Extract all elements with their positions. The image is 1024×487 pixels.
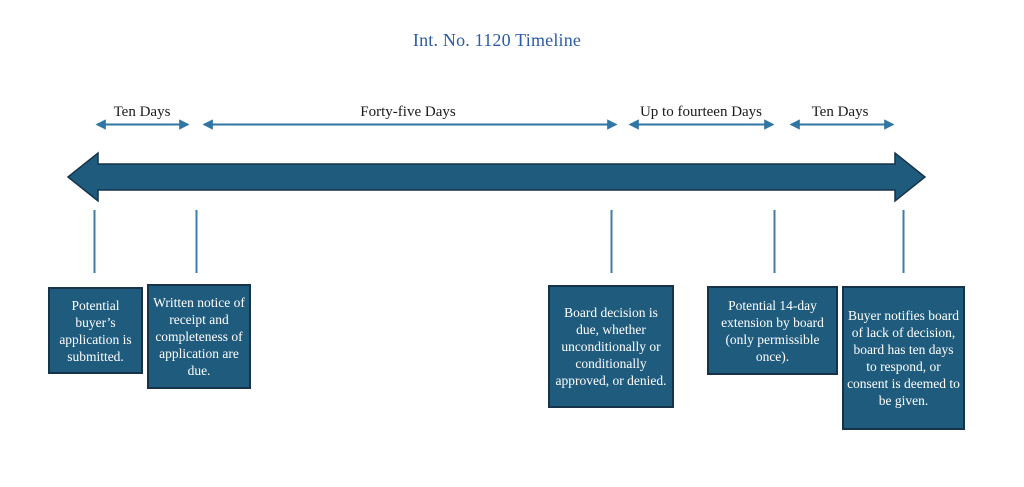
- event-box-extension-by-board: Potential 14-day extension by board (onl…: [707, 286, 838, 375]
- event-text: Potential 14-day extension by board (onl…: [721, 297, 824, 364]
- event-text: Board decision is due, whether unconditi…: [555, 305, 667, 388]
- event-box-written-notice-due: Written notice of receipt and completene…: [147, 284, 251, 389]
- interval-label-forty-five-days: Forty-five Days: [360, 104, 456, 120]
- page-title: Int. No. 1120 Timeline: [412, 30, 582, 50]
- event-text: Potential buyer’s application is submitt…: [59, 297, 132, 364]
- interval-label-ten-days-right: Ten Days: [811, 104, 869, 120]
- interval-label-ten-days-left: Ten Days: [113, 104, 171, 120]
- event-box-board-decision-due: Board decision is due, whether unconditi…: [548, 285, 674, 408]
- interval-label-up-to-fourteen-days: Up to fourteen Days: [639, 104, 763, 120]
- main-timeline-arrow: [66, 151, 927, 203]
- event-text: Buyer notifies board of lack of decision…: [847, 308, 960, 408]
- event-box-application-submitted: Potential buyer’s application is submitt…: [48, 287, 143, 374]
- event-text: Written notice of receipt and completene…: [153, 295, 245, 378]
- event-box-buyer-notifies-board: Buyer notifies board of lack of decision…: [842, 286, 965, 430]
